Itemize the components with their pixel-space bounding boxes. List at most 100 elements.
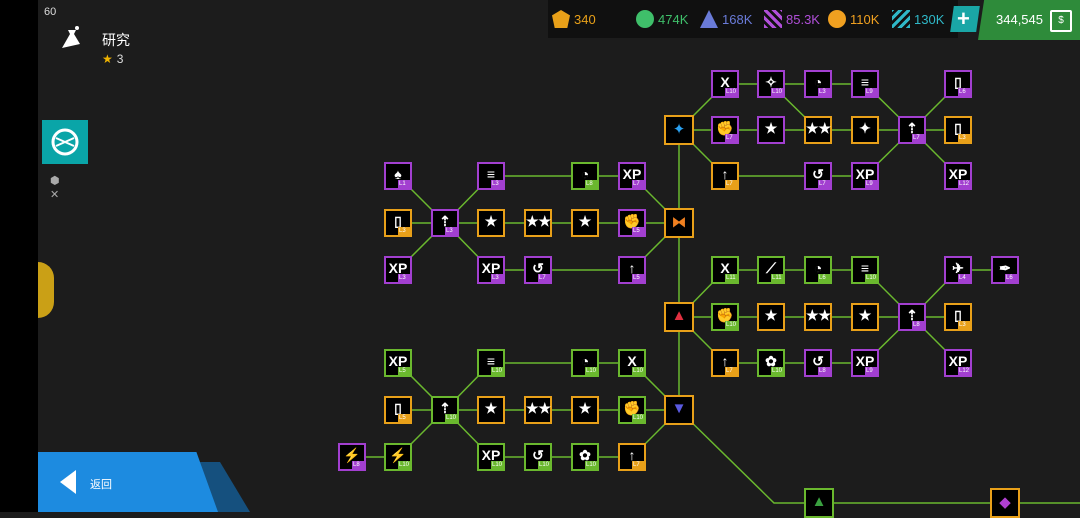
coin-side-tab[interactable] (38, 262, 54, 318)
research-node[interactable]: ✊L10 (711, 303, 739, 331)
research-node-icon: ⇡ (906, 307, 918, 323)
research-node[interactable]: ≡L10 (477, 349, 505, 377)
research-node[interactable]: ↺L10 (524, 443, 552, 471)
research-node[interactable]: ▯L6 (944, 70, 972, 98)
research-node[interactable]: ⇡L8 (898, 303, 926, 331)
research-node[interactable]: ✈L4 (944, 256, 972, 284)
cash-icon: $ (1050, 10, 1072, 32)
research-node[interactable]: ◔L8 (571, 162, 599, 190)
star-value: 3 (116, 52, 124, 66)
research-node[interactable]: ✊L10 (618, 396, 646, 424)
research-node-level: L7 (725, 134, 737, 142)
research-node[interactable]: ✦ (851, 116, 879, 144)
research-node[interactable]: ★★ (804, 303, 832, 331)
research-node[interactable]: ↑L5 (618, 256, 646, 284)
research-node[interactable]: ✿L10 (757, 349, 785, 377)
research-node-level: L8 (818, 367, 830, 375)
research-branch-hub[interactable]: ▲ (664, 302, 694, 332)
research-node-icon: ≡ (860, 74, 870, 90)
research-node-level: L4 (958, 274, 970, 282)
research-node-icon: X (627, 353, 637, 369)
research-node[interactable]: ↑L7 (618, 443, 646, 471)
category-tab-active[interactable] (42, 120, 88, 164)
research-node[interactable]: ⇡L3 (431, 209, 459, 237)
branch-hub-icon: ◆ (999, 494, 1011, 511)
research-node[interactable]: ★ (851, 303, 879, 331)
research-node[interactable]: ≡L3 (477, 162, 505, 190)
research-node-icon: ✈ (952, 260, 964, 276)
research-node[interactable]: ⟋L11 (757, 256, 785, 284)
research-node[interactable]: ≡L10 (851, 256, 879, 284)
research-node[interactable]: ✒L6 (991, 256, 1019, 284)
research-node[interactable]: ▯L3 (944, 303, 972, 331)
resource-bar (548, 0, 958, 38)
research-node[interactable]: ⇡L10 (431, 396, 459, 424)
research-node[interactable]: ↺L7 (804, 162, 832, 190)
research-branch-hub[interactable]: ▲ (804, 488, 834, 518)
research-node[interactable]: ▯L3 (944, 116, 972, 144)
research-node[interactable]: ⚡L10 (384, 443, 412, 471)
research-branch-hub[interactable]: ◆ (990, 488, 1020, 518)
research-node[interactable]: ≡L9 (851, 70, 879, 98)
research-node[interactable]: ✊L5 (618, 209, 646, 237)
research-node[interactable]: ↺L8 (804, 349, 832, 377)
research-node[interactable]: ★ (571, 396, 599, 424)
research-node-level: L9 (865, 367, 877, 375)
money-panel[interactable]: 344,545 $ (978, 0, 1080, 40)
research-node[interactable]: ◔L10 (571, 349, 599, 377)
research-node[interactable]: ★ (477, 209, 505, 237)
research-node[interactable]: ★ (571, 209, 599, 237)
research-node[interactable]: ★★ (804, 116, 832, 144)
research-node[interactable]: ◔L3 (804, 70, 832, 98)
research-branch-hub[interactable]: ⧓ (664, 208, 694, 238)
research-node[interactable]: ⚡L8 (338, 443, 366, 471)
research-node[interactable]: ↑L7 (711, 162, 739, 190)
research-branch-hub[interactable]: ✦ (664, 115, 694, 145)
research-node[interactable]: ⇡L7 (898, 116, 926, 144)
research-node-icon: XP (622, 166, 642, 182)
research-node[interactable]: ★★ (524, 209, 552, 237)
research-node[interactable]: ▯L3 (384, 209, 412, 237)
research-node[interactable]: ★ (757, 116, 785, 144)
research-node[interactable]: ↑L7 (711, 349, 739, 377)
tools-icon[interactable]: ✕ (50, 189, 60, 201)
branch-hub-icon: ▼ (671, 400, 687, 417)
research-branch-hub[interactable]: ▼ (664, 395, 694, 425)
back-button[interactable]: 返回 (38, 452, 218, 512)
dice-icon[interactable]: ⬢ (50, 175, 60, 187)
research-node[interactable]: ✧L10 (757, 70, 785, 98)
research-node-icon: ▯ (954, 120, 962, 136)
resource-research-points: 340 (552, 10, 596, 28)
research-node[interactable]: ↺L7 (524, 256, 552, 284)
research-node-level: L12 (957, 367, 970, 375)
research-node[interactable]: ♠L1 (384, 162, 412, 190)
research-node-icon: ≡ (486, 166, 496, 182)
green-resource-icon (636, 10, 654, 28)
research-node[interactable]: ★ (477, 396, 505, 424)
research-node-level: L10 (631, 414, 644, 422)
research-node[interactable]: ▯L5 (384, 396, 412, 424)
resource-blue: 168K (700, 10, 752, 28)
research-node[interactable]: ★ (757, 303, 785, 331)
resource-green: 474K (636, 10, 688, 28)
research-node[interactable]: ★★ (524, 396, 552, 424)
branch-hub-icon: ▲ (671, 307, 687, 324)
research-node-level: L10 (444, 414, 457, 422)
research-node[interactable]: ✊L7 (711, 116, 739, 144)
research-node-level: L7 (632, 180, 644, 188)
research-node[interactable]: ✿L10 (571, 443, 599, 471)
resource-orange: 110K (828, 10, 879, 28)
research-node[interactable]: ◔L6 (804, 256, 832, 284)
